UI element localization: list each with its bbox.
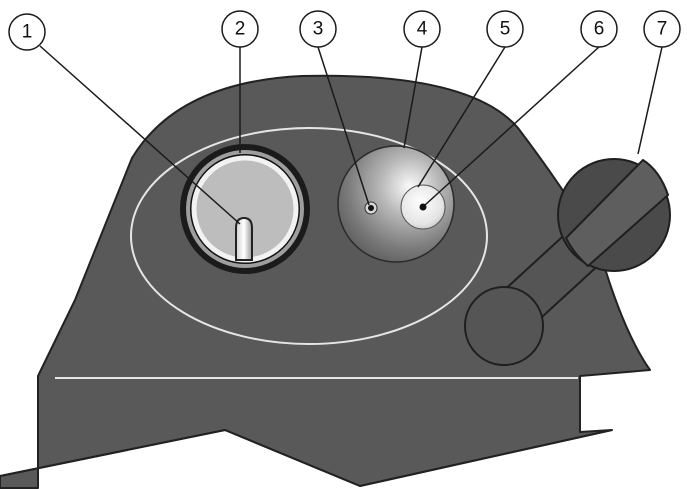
leader-lines	[39, 45, 663, 225]
callout-number: 4	[417, 19, 428, 40]
callout-number: 2	[235, 19, 246, 40]
callout-circle	[8, 13, 46, 51]
callout-number: 6	[594, 19, 605, 40]
lever-knob-grip	[565, 159, 669, 267]
callout-5: 5	[486, 10, 524, 48]
leader-line-7	[637, 46, 663, 155]
callout-circle	[486, 10, 524, 48]
callout-4: 4	[403, 10, 441, 48]
callout-6: 6	[580, 10, 618, 48]
top-panel-outline	[130, 127, 488, 345]
leader-line-4	[403, 46, 423, 149]
callout-circle	[643, 10, 681, 48]
callout-2: 2	[221, 10, 259, 48]
leader-line-5	[417, 46, 506, 188]
callout-number: 3	[313, 19, 324, 40]
callout-3: 3	[299, 10, 337, 48]
lever-base	[464, 286, 544, 366]
callout-number: 7	[657, 19, 668, 40]
callout-number: 1	[22, 22, 33, 43]
callout-circle	[580, 10, 618, 48]
sample-cell-pin	[235, 216, 253, 261]
housing-body	[0, 74, 651, 489]
callout-7: 7	[643, 10, 681, 48]
leader-line-6	[424, 46, 600, 206]
sphere-small-port-hole	[368, 205, 374, 211]
callout-1: 1	[8, 13, 46, 51]
leader-line-1	[39, 45, 241, 225]
callout-number: 5	[500, 19, 511, 40]
callout-circle	[403, 10, 441, 48]
leader-line-3	[317, 46, 370, 206]
sphere-lens-center-dot	[419, 203, 427, 211]
housing-cutaway-edge	[0, 428, 613, 488]
callout-circle	[221, 10, 259, 48]
callout-circle	[299, 10, 337, 48]
